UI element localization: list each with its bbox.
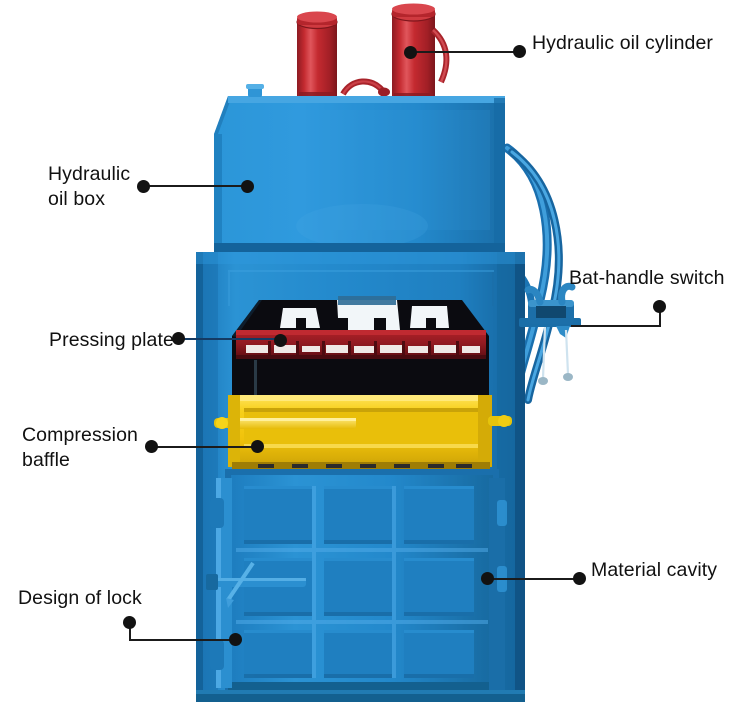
callout-label-bat-handle-switch: Bat-handle switch — [569, 267, 725, 289]
leader-line-compression-baffle — [153, 446, 257, 448]
leader-line-hydraulic-oil-cylinder — [416, 51, 524, 53]
leader-line-pressing-plate — [180, 338, 284, 340]
hydraulic-oil-box — [214, 84, 505, 252]
left-hydraulic-cylinder — [296, 11, 338, 99]
machine-base — [196, 690, 525, 702]
callout-label-pressing-plate: Pressing plate — [49, 329, 174, 351]
target-dot-design-of-lock — [229, 633, 242, 646]
label-dot-design-of-lock — [123, 616, 136, 629]
compression-baffle — [214, 395, 512, 470]
callout-label-material-cavity: Material cavity — [591, 559, 718, 581]
leader-line-bat-handle-switch-horizontal — [571, 325, 661, 327]
label-dot-compression-baffle — [145, 440, 158, 453]
target-dot-pressing-plate — [274, 334, 287, 347]
leader-line-design-of-lock-horizontal — [129, 639, 236, 641]
target-dot-hydraulic-oil-cylinder — [404, 46, 417, 59]
label-dot-hydraulic-oil-cylinder — [513, 45, 526, 58]
callout-label-compression-baffle: Compression baffle — [22, 424, 138, 471]
leader-line-hydraulic-oil-box — [146, 185, 248, 187]
target-dot-hydraulic-oil-box — [241, 180, 254, 193]
leader-line-bat-handle-switch-vertical — [659, 306, 661, 327]
chamber-top-highlights — [280, 300, 449, 330]
leader-line-material-cavity — [489, 578, 581, 580]
target-dot-compression-baffle — [251, 440, 264, 453]
label-dot-bat-handle-switch — [653, 300, 666, 313]
callout-label-design-of-lock: Design of lock — [18, 587, 142, 609]
chamber-rod — [254, 360, 257, 426]
target-dot-material-cavity — [481, 572, 494, 585]
pressing-plate — [236, 330, 486, 359]
callout-label-hydraulic-oil-cylinder: Hydraulic oil cylinder — [532, 32, 714, 54]
label-dot-material-cavity — [573, 572, 586, 585]
label-dot-hydraulic-oil-box — [137, 180, 150, 193]
bat-handle-switch[interactable] — [519, 282, 581, 385]
label-dot-pressing-plate — [172, 332, 185, 345]
door-frame-right — [489, 478, 507, 690]
cylinder-connector-hose — [340, 78, 390, 97]
callout-label-hydraulic-oil-box: Hydraulic oil box — [48, 163, 131, 210]
leader-line-design-of-lock-vertical — [129, 623, 131, 641]
door-lock-assembly[interactable] — [206, 478, 306, 688]
